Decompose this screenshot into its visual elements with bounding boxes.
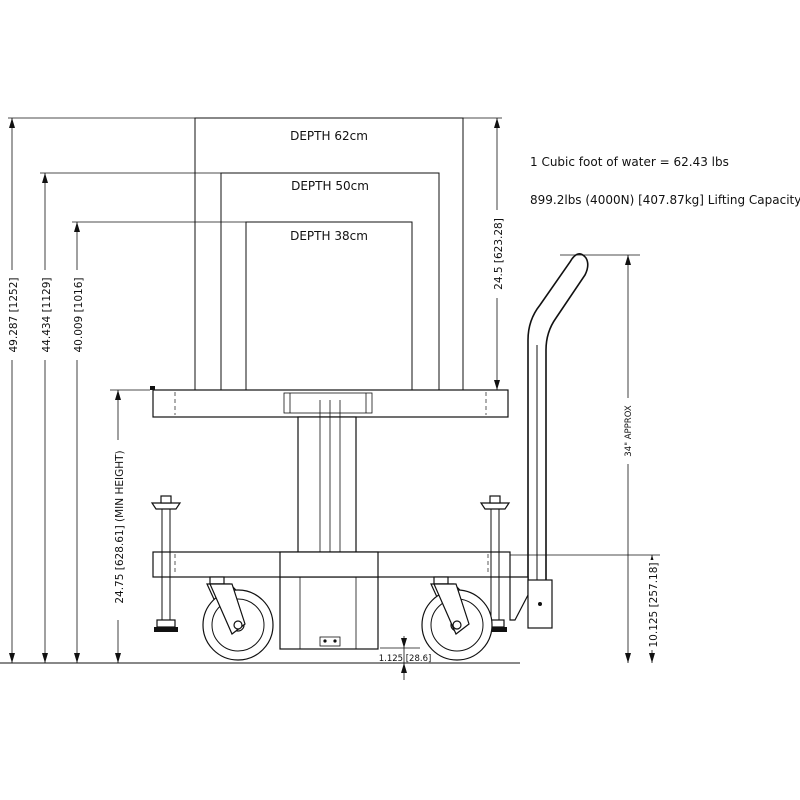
dim-overall-small: 40.009 [1016] [69,222,85,663]
min-height-dim: 24.75 [628.61] (MIN HEIGHT) [114,450,126,603]
overall-small-dim: 40.009 [1016] [73,278,85,353]
lifting-capacity-note: 899.2lbs (4000N) [407.87kg] Lifting Capa… [530,193,800,207]
caster-wheel-left [202,576,274,661]
tank-medium-label: DEPTH 50cm [291,179,369,193]
tank-medium: DEPTH 50cm [220,172,440,391]
tank-small-label: DEPTH 38cm [290,229,368,243]
dim-overall-medium: 44.434 [1129] [37,173,53,663]
tank-large-label: DEPTH 62cm [290,129,368,143]
tank-height-dim: 24.5 [623.28] [493,218,505,290]
top-platform [150,386,509,418]
ground-clearance-dim: 1.125 [28.6] [379,654,432,664]
base-frame [152,551,511,578]
dim-ground-clearance: 1.125 [28.6] [379,636,432,680]
dim-tank-height: 24.5 [623.28] [489,118,505,390]
handle-height-dim: 34" APPROX [624,405,634,457]
water-weight-note: 1 Cubic foot of water = 62.43 lbs [530,155,729,169]
push-handle [509,253,589,629]
tank-small: DEPTH 38cm [245,221,413,391]
dim-base-height: 10.125 [257.18] [644,555,660,663]
overall-medium-dim: 44.434 [1129] [41,278,53,353]
overall-large-dim: 49.287 [1252] [8,278,20,353]
caster-wheel-right [421,576,493,661]
tank-large: DEPTH 62cm [194,117,464,391]
dim-overall-large: 49.287 [1252] [4,118,20,663]
dim-handle-height: 34" APPROX [621,255,635,663]
leveling-foot-left [150,495,182,632]
base-height-dim: 10.125 [257.18] [648,562,660,647]
dim-min-height: 24.75 [628.61] (MIN HEIGHT) [110,390,126,663]
lift-column [279,400,379,650]
leveling-foot-right [479,495,511,632]
